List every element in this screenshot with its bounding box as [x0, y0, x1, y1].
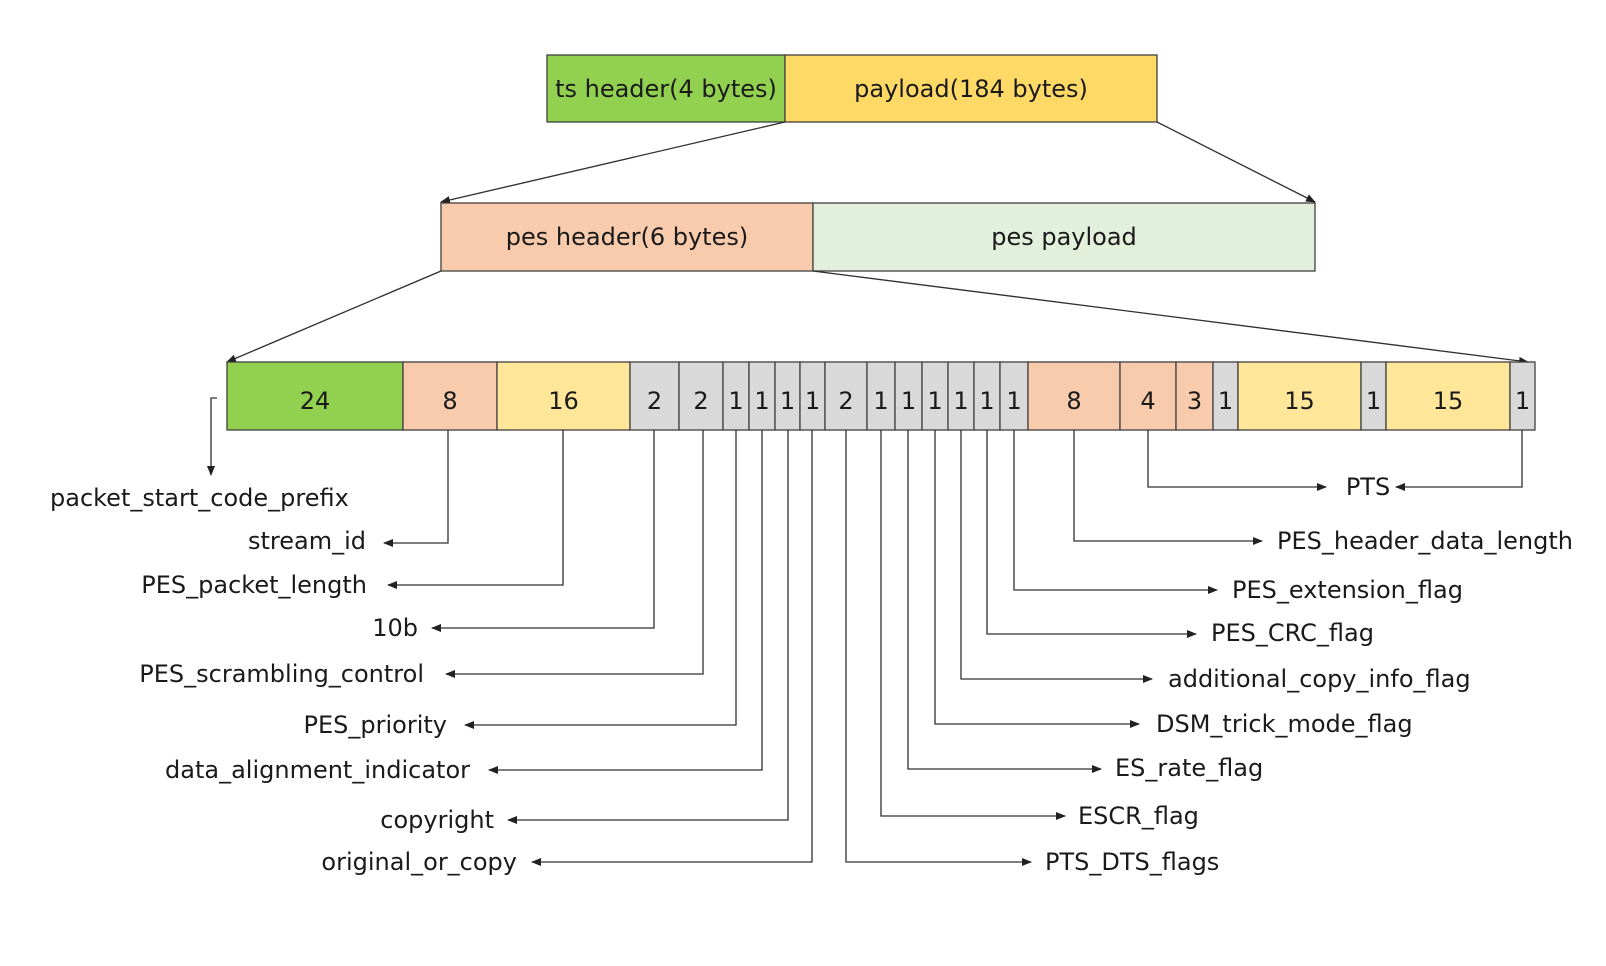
field-bit-count: 24 [300, 387, 331, 415]
label-pes-header-data-length: PES_header_data_length [1277, 527, 1573, 555]
leader-line [880, 430, 1066, 820]
leader-line [507, 430, 789, 824]
label-pts-dts-flags: PTS_DTS_flags [1045, 848, 1219, 876]
field-bit-count: 2 [838, 387, 853, 415]
field-bit-count: 2 [693, 387, 708, 415]
field-leader-lines [207, 397, 1523, 866]
pes-payload-label: pes payload [991, 223, 1137, 251]
ts-header-box [546, 54, 786, 123]
label-marker-bits: 10b [372, 614, 418, 642]
field-bit-count: 16 [548, 387, 579, 415]
label-es-rate-flag: ES_rate_flag [1115, 754, 1263, 782]
leader-line [907, 430, 1102, 773]
label-stream-id: stream_id [248, 527, 366, 555]
leader-line [986, 430, 1197, 638]
ts-payload-box [784, 54, 1158, 123]
field-bit-count: 1 [873, 387, 888, 415]
label-escr-flag: ESCR_flag [1078, 802, 1199, 830]
field-cell [999, 361, 1029, 431]
leader-line [445, 430, 704, 678]
field-cell [226, 361, 404, 431]
field-bit-count: 1 [901, 387, 916, 415]
field-bit-count: 15 [1284, 387, 1315, 415]
field-bit-count: 1 [1006, 387, 1021, 415]
pes-packet: pes header(6 bytes) pes payload [440, 202, 1316, 272]
field-cell [1385, 361, 1511, 431]
field-bit-count: 8 [1066, 387, 1081, 415]
field-bit-count: 1 [780, 387, 795, 415]
field-cell [921, 361, 949, 431]
pes-header-box [440, 202, 814, 272]
ts-payload-label: payload(184 bytes) [854, 75, 1088, 103]
pes-payload-box [812, 202, 1316, 272]
label-pes-extension-flag: PES_extension_flag [1232, 576, 1463, 604]
leader-line [1395, 430, 1523, 491]
field-cell [774, 361, 801, 431]
field-bit-count: 8 [442, 387, 457, 415]
label-pts: PTS [1346, 473, 1390, 501]
zoom-line-payload-left [440, 121, 786, 204]
label-pes-priority: PES_priority [304, 711, 447, 739]
field-bit-count: 1 [953, 387, 968, 415]
field-cell [824, 361, 868, 431]
field-cell [1027, 361, 1121, 431]
field-cell [629, 361, 680, 431]
field-bit-count: 4 [1140, 387, 1155, 415]
label-dsm-trick-mode-flag: DSM_trick_mode_flag [1156, 710, 1413, 738]
leader-line [1013, 430, 1218, 594]
field-bit-count: 15 [1433, 387, 1464, 415]
zoom-line-header-right [812, 270, 1529, 365]
leader-line [845, 430, 1032, 866]
field-cell [1175, 361, 1214, 431]
field-cell [973, 361, 1001, 431]
leader-line [431, 430, 655, 632]
leader-line [531, 430, 813, 866]
field-cell [402, 361, 498, 431]
field-bit-count: 2 [647, 387, 662, 415]
label-data-alignment-indicator: data_alignment_indicator [165, 756, 470, 784]
field-bit-count: 1 [1218, 387, 1233, 415]
leader-line [207, 397, 217, 476]
field-cell [678, 361, 724, 431]
label-copyright: copyright [380, 806, 494, 834]
leader-line [464, 430, 737, 729]
ts-header-label: ts header(4 bytes) [555, 75, 777, 103]
field-bit-count: 1 [805, 387, 820, 415]
field-cell [894, 361, 923, 431]
label-pes-crc-flag: PES_CRC_flag [1211, 619, 1374, 647]
field-cell [1237, 361, 1362, 431]
field-cell [722, 361, 750, 431]
field-bit-count: 3 [1187, 387, 1202, 415]
zoom-line-header-left [226, 270, 442, 363]
field-bit-count: 1 [728, 387, 743, 415]
leader-line [934, 430, 1140, 728]
field-cell [1119, 361, 1177, 431]
leader-line [488, 430, 763, 774]
label-pes-scrambling-control: PES_scrambling_control [139, 660, 424, 688]
field-bit-count: 1 [1366, 387, 1381, 415]
field-bit-count: 1 [979, 387, 994, 415]
ts-packet: ts header(4 bytes) payload(184 bytes) [546, 54, 1158, 123]
field-labels: packet_start_code_prefix stream_id PES_p… [50, 473, 1573, 876]
field-bit-count: 1 [927, 387, 942, 415]
field-bit-count: 1 [1515, 387, 1530, 415]
leader-line [1147, 430, 1327, 491]
label-original-or-copy: original_or_copy [321, 848, 517, 876]
zoom-line-payload-right [1156, 121, 1316, 203]
leader-line [387, 430, 564, 589]
leader-line [1073, 430, 1263, 545]
label-packet-start-code-prefix: packet_start_code_prefix [50, 484, 349, 512]
field-bit-count: 1 [754, 387, 769, 415]
label-pes-packet-length: PES_packet_length [141, 571, 367, 599]
leader-line [960, 430, 1153, 683]
label-additional-copy-info-flag: additional_copy_info_flag [1168, 665, 1471, 693]
pes-header-label: pes header(6 bytes) [506, 223, 748, 251]
leader-line [383, 430, 449, 547]
